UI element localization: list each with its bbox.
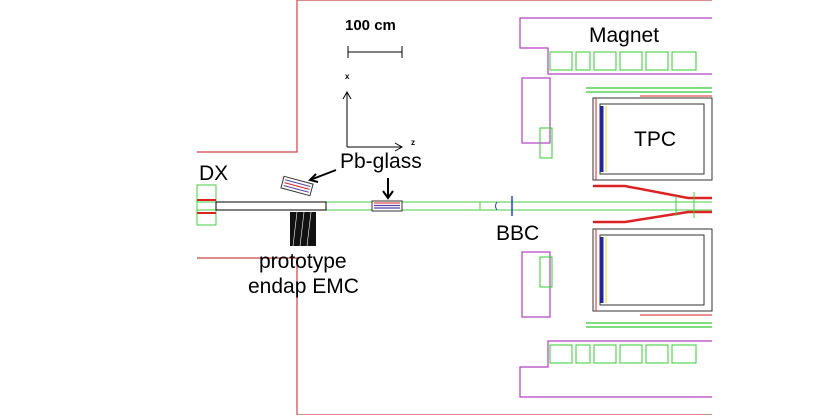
prototype-label-line1: prototype: [259, 250, 347, 273]
pb-glass-blocks-tilted: [280, 175, 314, 197]
magnet-coil-lines: [586, 87, 712, 328]
prototype-label-line2: endap EMC: [248, 275, 359, 298]
bbc-label: BBC: [496, 222, 539, 245]
prototype-pipe-section: [215, 201, 327, 211]
dx-label: DX: [199, 162, 228, 185]
tpc-upper: [592, 95, 713, 181]
pb-glass-blocks-beamline: [371, 200, 403, 212]
support-cone: [593, 184, 712, 224]
pb-glass-arrows: [308, 169, 394, 200]
scale-bar: [347, 46, 403, 58]
coordinate-axes: [342, 90, 404, 152]
z-axis-label: z: [411, 138, 415, 147]
hall-wall: [197, 0, 712, 415]
x-axis-label: x: [345, 72, 350, 81]
pb-glass-label: Pb-glass: [340, 150, 422, 173]
magnet-label: Magnet: [589, 24, 659, 47]
magnet-lower: [519, 251, 712, 398]
scale-bar-label: 100 cm: [345, 17, 396, 34]
tpc-label: TPC: [634, 128, 676, 151]
dx-magnet: [196, 184, 217, 226]
prototype-endcap-module: [290, 211, 316, 247]
tpc-lower: [592, 228, 713, 316]
beam-pipe: [197, 192, 712, 218]
magnet-upper: [519, 17, 712, 159]
bbc-detector: [495, 196, 513, 216]
